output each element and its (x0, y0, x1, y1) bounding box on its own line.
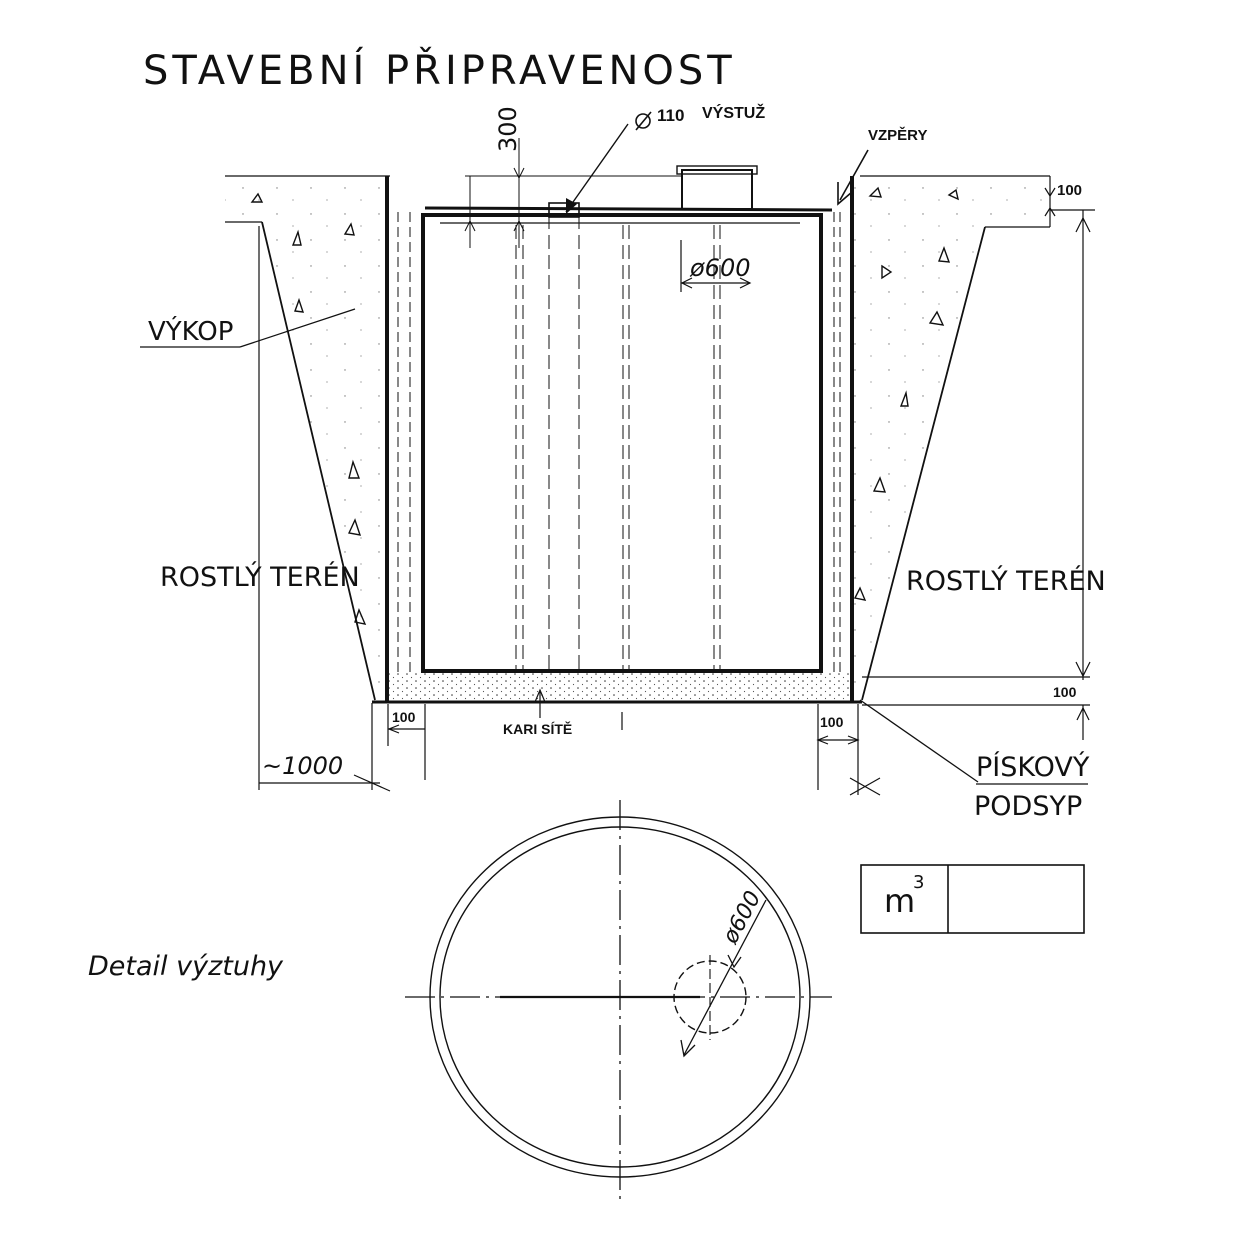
dim-100-left: 100 (392, 709, 416, 725)
volume-unit: m (884, 882, 915, 920)
native-ground-left: ROSTLÝ TERÉN (160, 561, 360, 593)
plan-d600-label: ø600 (718, 887, 767, 949)
backfill-left (225, 176, 385, 700)
aggregate-marks (250, 186, 959, 625)
formwork-dashes (397, 212, 841, 672)
native-ground-right: ROSTLÝ TERÉN (906, 565, 1106, 597)
dim-depth-right (862, 210, 1091, 740)
sand-bed-label-2: PODSYP (974, 791, 1082, 822)
sand-bed (386, 672, 854, 702)
dim-100-bottom-right: 100 (1053, 684, 1077, 700)
sand-bed-label-1: PÍSKOVÝ (976, 751, 1090, 783)
excavation-label: VÝKOP (148, 315, 233, 347)
dim-100-top-lines (1044, 176, 1095, 227)
struts-arrow (837, 182, 853, 206)
pipe-leader-arrow (566, 198, 577, 214)
pipe-diameter-circle (635, 113, 651, 129)
mesh-arrow (534, 688, 546, 703)
excavation-slope-right (861, 226, 986, 701)
dim-1000: ~1000 (262, 752, 343, 780)
sand-bed-leader (859, 699, 979, 783)
dim-300-label: 300 (494, 106, 522, 152)
internal-dashes (515, 215, 721, 670)
dim-d600-side: ø600 (689, 254, 751, 282)
dim-100-top: 100 (1057, 182, 1082, 199)
volume-table (860, 864, 1085, 934)
dim-d600-side-lines (680, 240, 752, 292)
drawing-title: STAVEBNÍ PŘIPRAVENOST (143, 46, 736, 94)
pipe-diameter-slash (635, 111, 652, 131)
volume-exponent: 3 (913, 872, 924, 893)
dim-bottom-right (816, 704, 881, 796)
dim-100-right: 100 (820, 714, 844, 730)
dim-300-lines (464, 138, 682, 248)
backfill-right (852, 176, 1050, 700)
pipe-label: 110 (657, 106, 684, 125)
reinforcement-rod (548, 202, 580, 218)
manhole-neck (676, 165, 758, 210)
dim-bottom-left (258, 226, 426, 792)
detail-label: Detail výztuhy (88, 951, 284, 982)
pipe-leader (565, 123, 629, 213)
struts-label: VZPĚRY (868, 126, 927, 144)
plan-d600-leader (683, 899, 767, 1056)
struts-leader (839, 149, 869, 201)
plan-view: ø600 (405, 800, 832, 1205)
reinforcement-label: VÝSTUŽ (702, 103, 765, 122)
plan-d600-arrow (680, 1039, 696, 1058)
tank-body (421, 213, 823, 673)
plan-d600-arrow-top (727, 954, 742, 969)
mesh-label: KARI SÍTĚ (503, 720, 572, 737)
